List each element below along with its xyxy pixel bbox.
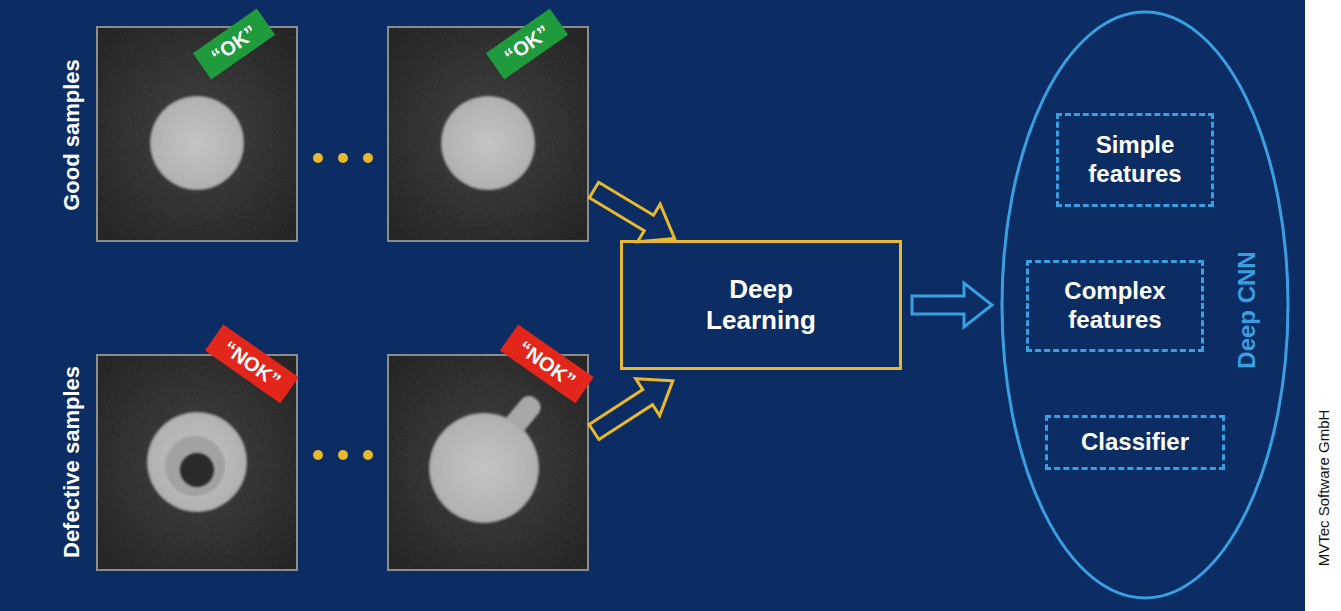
cnn-ellipse: Deep CNN Simple featuresComplex featuresC… xyxy=(1000,10,1290,600)
group-label: Good samples xyxy=(59,59,85,211)
credit-watermark: MVTec Software GmbH xyxy=(1315,410,1332,567)
input-arrow xyxy=(582,362,685,450)
layer-box: Classifier xyxy=(1045,415,1225,470)
ellipsis-dots xyxy=(313,153,373,460)
node-text: Classifier xyxy=(1081,428,1189,457)
process-box: Deep Learning xyxy=(620,240,902,370)
input-arrow xyxy=(583,171,686,257)
group-label: Defective samples xyxy=(59,366,85,558)
node-text: Simple features xyxy=(1070,131,1200,189)
node-text: Deep CNN xyxy=(1233,251,1261,368)
node-text: Deep Learning xyxy=(686,274,836,336)
layer-box: Complex features xyxy=(1026,260,1204,352)
flow-arrow xyxy=(912,283,992,327)
layer-box: Simple features xyxy=(1056,113,1214,207)
good-sample xyxy=(388,27,588,241)
node-text: Complex features xyxy=(1040,277,1190,335)
